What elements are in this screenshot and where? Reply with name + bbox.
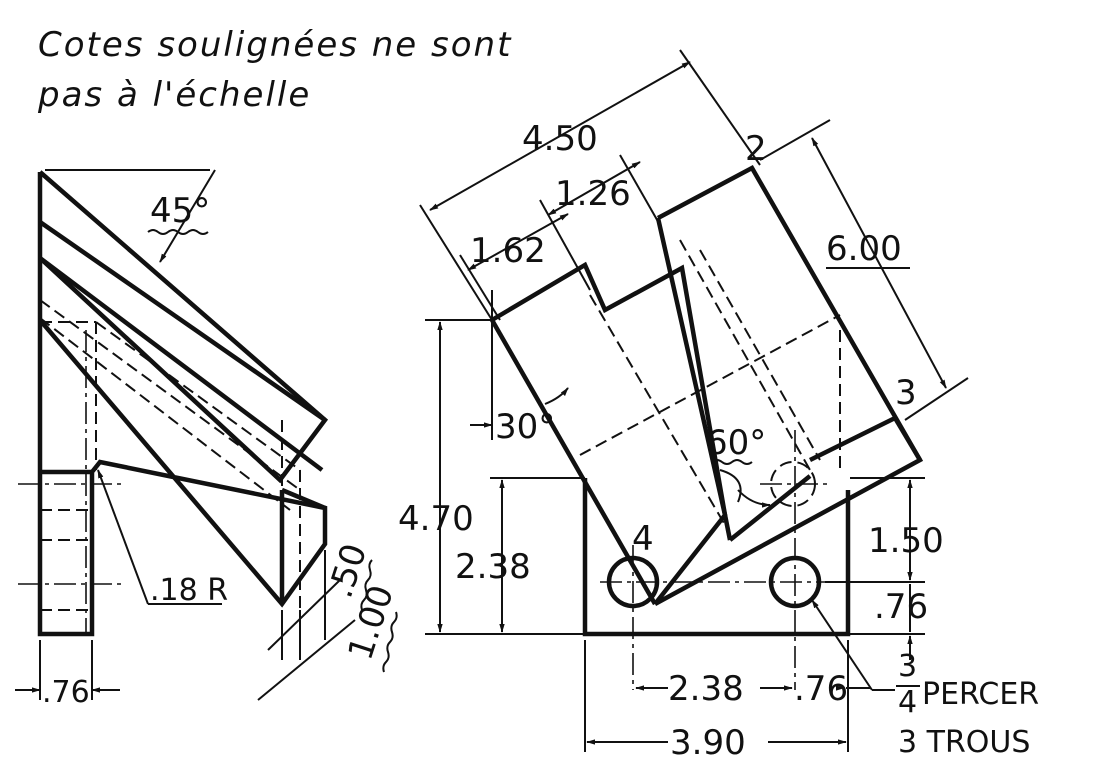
dim-thick-line-2: [257, 619, 356, 701]
front-hidden-1: [579, 314, 841, 456]
point-label-4: 4: [632, 519, 654, 559]
dim-126-label: 1.26: [555, 174, 631, 214]
dim-450-line: [429, 61, 691, 211]
side-view: 45° .18 R .76 .50 1.00: [15, 169, 402, 710]
dim-050-underline: [360, 559, 373, 611]
face-edge-3: [809, 415, 896, 463]
dim-600-label: 6.00: [826, 229, 902, 269]
dim-126-line: [547, 161, 641, 216]
dim-30-arc: [544, 387, 569, 405]
dim-600-ext-1: [759, 119, 831, 161]
dim-60-label: 60°: [706, 423, 766, 463]
base-outline: [582, 478, 851, 637]
dim-76v-label: .76: [874, 587, 928, 627]
hole-note-fraction-den: 4: [898, 685, 917, 720]
dim-238h-label: 2.38: [668, 669, 744, 709]
dim-150-label: 1.50: [868, 521, 944, 561]
dim-45-underline: [147, 229, 209, 235]
dim-76h-label: .76: [794, 669, 848, 709]
dim-450-ext-1: [419, 204, 493, 321]
dim-60-leader: [719, 469, 742, 503]
dim-18r-label: .18 R: [150, 573, 228, 608]
dim-238v-label: 2.38: [455, 547, 531, 587]
side-view-top-face: [38, 220, 327, 422]
side-view-outline: [37, 170, 329, 637]
face-edge-3b: [893, 416, 922, 462]
dim-162-line: [467, 213, 569, 271]
hole-note-leader: [811, 599, 873, 691]
dim-thick-line-1: [267, 579, 341, 651]
dim-76-label: .76: [42, 675, 90, 710]
scale-note: Cotes soulignées ne sont pas à l'échelle: [37, 25, 512, 115]
dim-600-line: [811, 137, 947, 389]
side-view-upper-edge: [38, 256, 324, 472]
dim-18r-leader: [97, 469, 149, 605]
dim-470-label: 4.70: [398, 499, 474, 539]
hole-note-fraction-num: 3: [898, 649, 917, 684]
front-hidden-2: [589, 294, 729, 531]
dim-126-ext-2: [619, 154, 661, 226]
front-hidden-3: [679, 239, 811, 471]
slot-right-edge: [655, 217, 728, 516]
side-hidden-4: [95, 321, 301, 471]
dim-100-underline: [382, 611, 398, 673]
point-label-3: 3: [895, 373, 917, 413]
inclined-block-left: [490, 261, 728, 606]
hole-note-count: 3 TROUS: [898, 725, 1030, 760]
side-view-rear-join: [281, 487, 326, 511]
dim-390-label: 3.90: [670, 723, 746, 763]
note-line-2: pas à l'échelle: [37, 75, 311, 115]
dim-450-label: 4.50: [522, 119, 598, 159]
dim-450-ext-2: [679, 49, 761, 166]
side-hidden-1: [39, 299, 301, 491]
side-hidden-2: [39, 317, 291, 511]
dim-45-leader: [159, 169, 216, 263]
hole-note-action: PERCER: [922, 677, 1039, 712]
dim-162-label: 1.62: [470, 231, 546, 271]
dim-60-arc: [737, 489, 771, 508]
dim-600-ext-2: [904, 377, 969, 421]
front-view: 2 3 4 4.50 1.26 1.62 6.00 30° 60°: [398, 49, 1039, 763]
dim-45-label: 45°: [150, 191, 210, 231]
dim-162-ext: [459, 254, 501, 321]
dim-60-underline: [711, 459, 753, 465]
dim-30-label: 30°: [495, 407, 555, 447]
slot-floor: [728, 474, 812, 542]
front-hidden-4: [699, 249, 821, 461]
note-line-1: Cotes soulignées ne sont: [38, 25, 512, 65]
